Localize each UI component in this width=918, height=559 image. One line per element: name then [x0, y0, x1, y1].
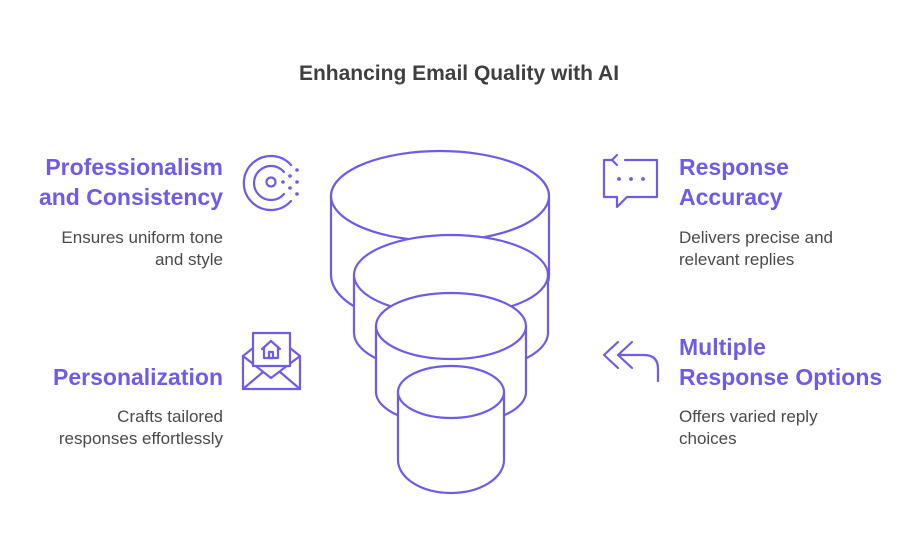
desc-line: Ensures uniform tone — [61, 228, 223, 247]
item-heading-multiple-options: Multiple Response Options — [679, 332, 882, 392]
diagram-title: Enhancing Email Quality with AI — [298, 62, 620, 85]
desc-line: Delivers precise and — [679, 228, 834, 247]
heading-line: Professionalism — [45, 154, 223, 180]
professionalism-icon — [242, 154, 299, 212]
chat-bubble-icon — [602, 153, 659, 209]
desc-line: Crafts tailored — [117, 407, 223, 426]
item-desc-personalization: Crafts tailored responses effortlessly — [59, 406, 223, 450]
heading-line: and Consistency — [38, 184, 223, 210]
desc-line: relevant replies — [679, 250, 795, 269]
funnel-layer-4 — [396, 364, 506, 495]
item-heading-response-accuracy: Response Accuracy — [679, 152, 789, 212]
item-desc-professionalism: Ensures uniform tone and style — [61, 227, 223, 271]
envelope-home-icon — [241, 331, 302, 391]
desc-line: choices — [679, 429, 737, 448]
heading-line: Response — [679, 154, 789, 180]
heading-line: Multiple — [679, 334, 766, 360]
stacked-funnel — [329, 149, 551, 495]
desc-line: responses effortlessly — [58, 429, 223, 448]
desc-line: and style — [154, 250, 223, 269]
item-desc-multiple-options: Offers varied reply choices — [679, 406, 818, 450]
heading-line: Response Options — [679, 364, 883, 390]
item-heading-professionalism: Professionalism and Consistency — [39, 152, 223, 212]
double-arrow-back-icon — [602, 340, 660, 383]
desc-line: Offers varied reply — [679, 407, 818, 426]
item-desc-response-accuracy: Delivers precise and relevant replies — [679, 227, 833, 271]
heading-line: Accuracy — [679, 184, 783, 210]
item-heading-personalization: Personalization — [53, 362, 223, 392]
heading-line: Personalization — [53, 364, 223, 390]
